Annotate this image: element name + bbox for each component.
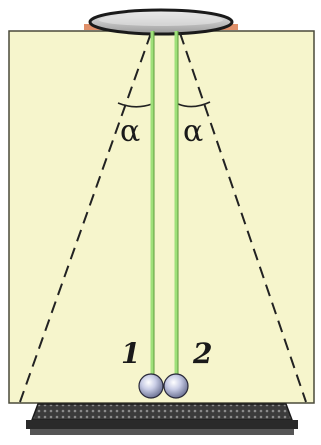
ball-1-label: 1: [121, 337, 140, 370]
base-shadow: [30, 429, 294, 435]
angle-arc-right: [177, 101, 211, 108]
angle-arc-left: [117, 102, 153, 108]
background-panel: [8, 30, 315, 404]
angle-label-right: α: [183, 114, 203, 149]
ball-1: [138, 373, 164, 399]
dashed-line-left: [19, 32, 152, 403]
base-top: [30, 403, 294, 421]
ring-highlight: [99, 14, 223, 26]
angle-label-left: α: [120, 114, 140, 149]
base-plate: [26, 420, 298, 429]
dashed-line-right: [179, 32, 307, 403]
ball-2-label: 2: [192, 337, 212, 370]
ball-2: [163, 373, 189, 399]
